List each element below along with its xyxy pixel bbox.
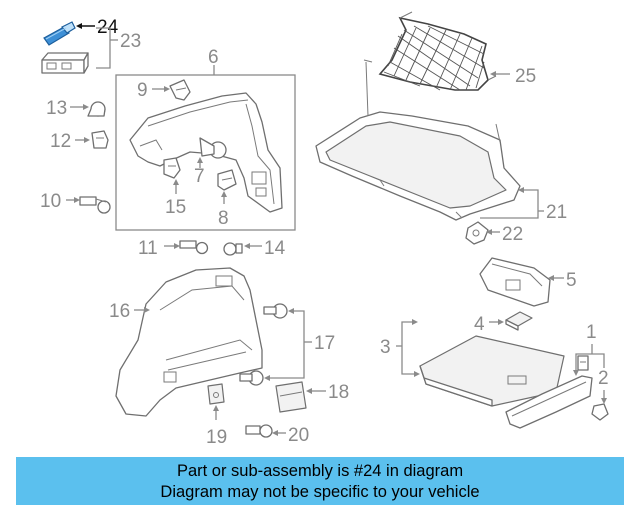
- callout-22-label: 22: [502, 224, 523, 245]
- part-18-plate[interactable]: [275, 381, 307, 413]
- callout-25: 25: [490, 66, 536, 87]
- part-9-clip[interactable]: [169, 79, 191, 101]
- part-16-side-trim[interactable]: [115, 267, 263, 417]
- callout-3-label: 3: [380, 337, 391, 358]
- part-24-bulb[interactable]: [43, 21, 76, 46]
- callout-12: 12: [50, 131, 90, 152]
- callout-5-label: 5: [566, 270, 577, 291]
- callout-3: 3: [380, 319, 420, 377]
- callout-11-label: 11: [138, 238, 158, 259]
- part-25-cargo-net[interactable]: [363, 11, 497, 91]
- callout-14: 14: [244, 238, 286, 259]
- callout-19: 19: [206, 405, 227, 448]
- callout-8-label: 8: [218, 208, 229, 229]
- callout-7-label: 7: [194, 166, 205, 187]
- callout-23-label: 23: [120, 31, 141, 52]
- banner-text-disclaimer: Diagram may not be specific to your vehi…: [160, 483, 480, 501]
- part-11-bolt[interactable]: [179, 240, 209, 255]
- callout-11: 11: [138, 238, 180, 259]
- callout-19-label: 19: [206, 427, 227, 448]
- part-15-clip[interactable]: [163, 157, 181, 179]
- callout-8: 8: [218, 191, 229, 229]
- callout-9-label: 9: [137, 80, 148, 101]
- callout-6: 6: [115, 47, 296, 231]
- part-23-lamp-housing[interactable]: [41, 52, 89, 74]
- part-22-hook[interactable]: [465, 221, 489, 245]
- part-17-bolt-lower[interactable]: [239, 370, 264, 386]
- part-13-push-pin[interactable]: [87, 101, 106, 117]
- part-12-clip[interactable]: [91, 130, 109, 149]
- callout-4: 4: [474, 314, 504, 335]
- callout-15-label: 15: [165, 197, 186, 218]
- part-21-cargo-cover[interactable]: [315, 61, 521, 221]
- callout-2-label: 2: [598, 368, 609, 389]
- part-4-pad[interactable]: [505, 311, 533, 331]
- callout-1-and-2: 1 2: [573, 322, 609, 404]
- callout-20: 20: [272, 425, 309, 446]
- part-2-clip[interactable]: [591, 403, 609, 421]
- part-17-bolt-upper[interactable]: [263, 303, 288, 319]
- callout-17-label: 17: [314, 333, 335, 354]
- callout-23: 23: [96, 27, 141, 69]
- callout-4-label: 4: [474, 314, 485, 335]
- callout-13-label: 13: [46, 98, 67, 119]
- callout-5: 5: [548, 270, 577, 291]
- callout-14-label: 14: [264, 238, 286, 259]
- callout-22: 22: [486, 224, 523, 245]
- part-5-bracket[interactable]: [479, 257, 551, 307]
- callout-1-label: 1: [586, 322, 597, 343]
- callout-17: 17: [264, 308, 335, 381]
- callout-25-label: 25: [515, 66, 536, 87]
- parts-diagram: 2 4 23 6 9 1: [40, 11, 609, 448]
- part-8-cover[interactable]: [217, 169, 237, 191]
- callout-21-label: 21: [546, 202, 567, 223]
- part-20-bolt[interactable]: [245, 424, 273, 438]
- callout-10: 10: [40, 191, 80, 212]
- callout-9: 9: [137, 80, 170, 101]
- callout-16: 16: [109, 301, 150, 322]
- info-banner: Part or sub-assembly is #24 in diagram D…: [16, 457, 624, 505]
- part-10-bolt[interactable]: [79, 196, 111, 214]
- callout-15: 15: [165, 179, 186, 218]
- callout-18-label: 18: [328, 382, 349, 403]
- callout-20-label: 20: [288, 425, 309, 446]
- callout-6-label: 6: [208, 47, 219, 68]
- part-14-screw[interactable]: [223, 242, 243, 256]
- callout-7: 7: [194, 157, 205, 187]
- callout-16-label: 16: [109, 301, 130, 322]
- callout-12-label: 12: [50, 131, 71, 152]
- callout-18: 18: [306, 382, 349, 403]
- part-19-cap[interactable]: [207, 383, 225, 405]
- part-1-sill-plate[interactable]: [505, 355, 593, 429]
- callout-13: 13: [46, 98, 89, 119]
- callout-21: 21: [480, 187, 567, 223]
- callout-10-label: 10: [40, 191, 61, 212]
- banner-text-part-info: Part or sub-assembly is #24 in diagram: [176, 462, 464, 480]
- part-7-push-clip[interactable]: [199, 137, 227, 159]
